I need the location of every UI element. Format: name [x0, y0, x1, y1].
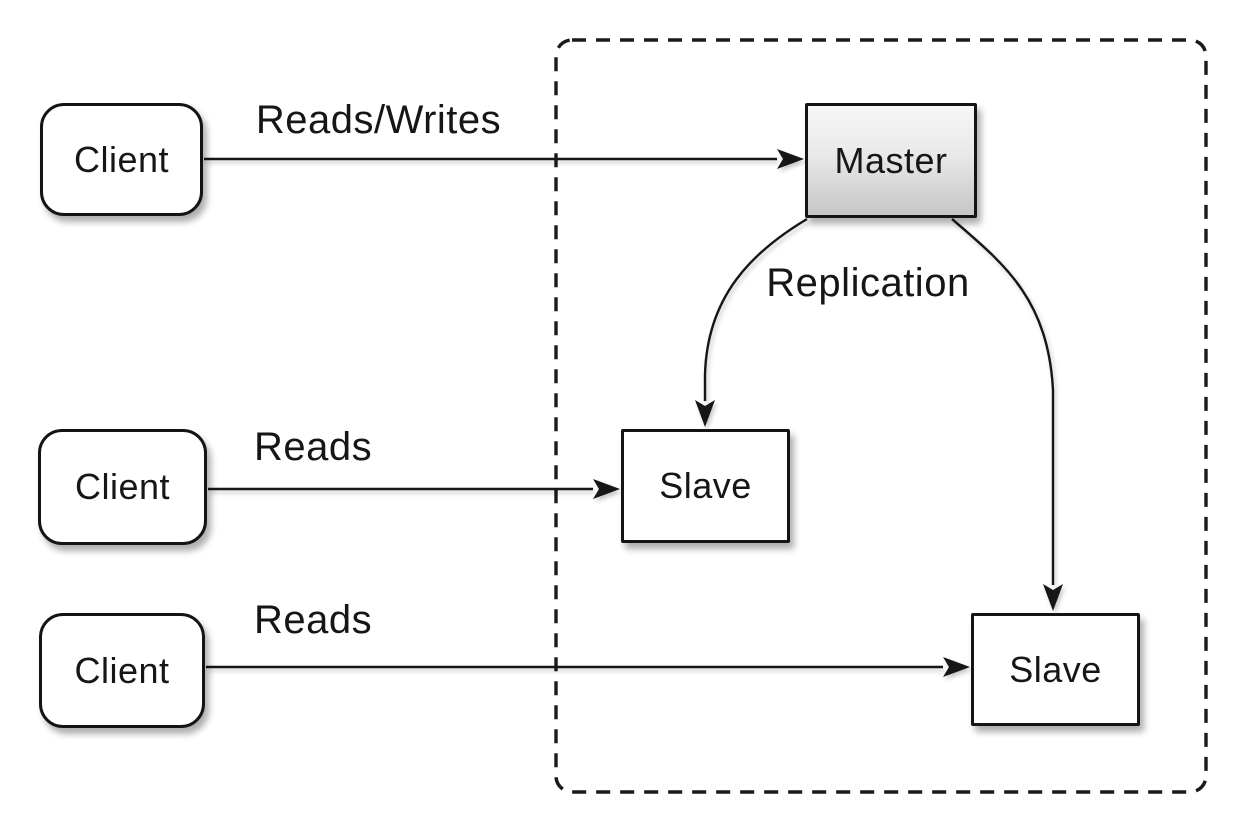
node-client-top: Client — [40, 103, 203, 216]
edge-replication-right-curve — [951, 218, 1055, 585]
node-client-top-label: Client — [73, 138, 170, 180]
edge-replication-left-arrowhead — [695, 400, 715, 427]
node-master: Master — [805, 103, 977, 218]
edge-label-reads-bottom: Reads — [253, 598, 373, 642]
edge-reads-middle-arrowhead — [593, 479, 620, 499]
edge-replication-right-arrowhead — [1043, 584, 1063, 611]
edge-reads-writes-arrowhead — [777, 149, 804, 169]
edge-replication-left-curve — [703, 217, 808, 401]
edge-reads-bottom-arrowhead — [943, 657, 970, 677]
node-client-bottom-label: Client — [74, 649, 170, 691]
edge-label-replication: Replication — [766, 261, 970, 305]
node-slave-right: Slave — [971, 613, 1140, 726]
node-client-middle-label: Client — [74, 466, 171, 507]
node-slave-right-label: Slave — [1009, 648, 1102, 690]
edge-label-reads-middle: Reads — [253, 425, 373, 469]
edge-label-reads-writes: Reads/Writes — [255, 98, 502, 142]
node-master-label: Master — [834, 139, 948, 181]
node-client-middle: Client — [38, 429, 207, 545]
node-slave-left-label: Slave — [659, 465, 752, 506]
node-slave-left: Slave — [621, 429, 790, 543]
node-client-bottom: Client — [39, 613, 205, 728]
